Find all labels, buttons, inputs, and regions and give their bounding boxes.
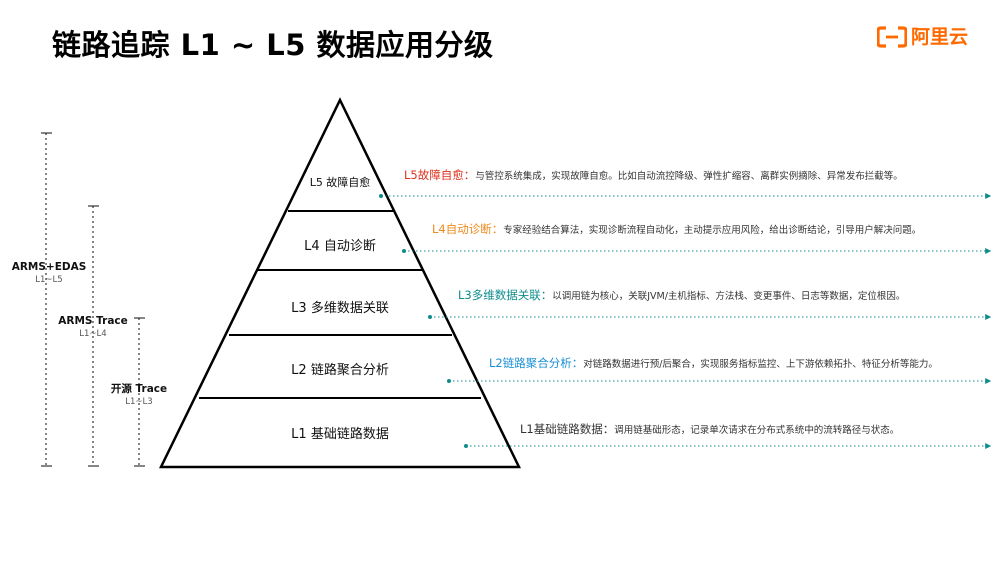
- level-description-l2: L2链路聚合分析：对链路数据进行预/后聚合，实现服务指标监控、上下游依赖拓扑、特…: [489, 356, 938, 372]
- description-text: 专家经验结合算法，实现诊断流程自动化，主动提示应用风险，给出诊断结论，引导用户解…: [503, 225, 922, 236]
- level-description-l3: L3多维数据关联：以调用链为核心，关联JVM/主机指标、方法栈、变更事件、日志等…: [458, 288, 905, 304]
- pyramid-level-l2: L2 链路聚合分析: [291, 363, 389, 378]
- range-label-arms-edas: ARMS+EDAS L1~L5: [8, 261, 90, 286]
- range-levels: L1~L5: [35, 275, 63, 285]
- logo-text: 阿里云: [911, 26, 969, 48]
- connector-arrow-l2: [447, 378, 992, 384]
- description-title: L3多维数据关联：: [458, 288, 553, 302]
- level-description-l1: L1基础链路数据：调用链基础形态，记录单次请求在分布式系统中的流转路径与状态。: [520, 422, 899, 438]
- pyramid-level-l3: L3 多维数据关联: [291, 301, 389, 316]
- connector-arrow-l4: [402, 248, 992, 254]
- level-description-l4: L4自动诊断：专家经验结合算法，实现诊断流程自动化，主动提示应用风险，给出诊断结…: [432, 222, 921, 238]
- alibaba-cloud-logo-icon: [877, 26, 907, 48]
- range-bracket-arms-trace: [88, 205, 99, 467]
- description-title: L2链路聚合分析：: [489, 356, 584, 370]
- range-label-open-source-trace: 开源 Trace L1~L3: [98, 383, 180, 408]
- pyramid-level-l4: L4 自动诊断: [304, 239, 376, 254]
- pyramid-level-l1: L1 基础链路数据: [291, 427, 389, 442]
- pyramid-level-l5: L5 故障自愈: [309, 176, 371, 189]
- description-title: L5故障自愈：: [404, 168, 476, 182]
- range-name: 开源 Trace: [110, 383, 168, 395]
- range-name: ARMS Trace: [58, 315, 128, 327]
- range-bracket-arms-edas: [41, 132, 52, 467]
- level-description-l5: L5故障自愈：与管控系统集成，实现故障自愈。比如自动流控降级、弹性扩缩容、离群实…: [404, 168, 903, 184]
- description-title: L1基础链路数据：: [520, 422, 615, 436]
- logo: 阿里云: [877, 24, 968, 50]
- pyramid-outline: [158, 97, 522, 469]
- connector-arrow-l5: [379, 193, 992, 199]
- range-levels: L1~L4: [79, 329, 107, 339]
- page-title: 链路追踪 L1 ~ L5 数据应用分级: [52, 28, 494, 62]
- description-text: 调用链基础形态，记录单次请求在分布式系统中的流转路径与状态。: [614, 425, 900, 436]
- range-levels: L1~L3: [125, 397, 153, 407]
- description-text: 与管控系统集成，实现故障自愈。比如自动流控降级、弹性扩缩容、离群实例摘除、异常发…: [475, 171, 903, 182]
- range-bracket-open-source-trace: [134, 317, 145, 467]
- description-text: 对链路数据进行预/后聚合，实现服务指标监控、上下游依赖拓扑、特征分析等能力。: [583, 359, 938, 370]
- connector-arrow-l1: [464, 443, 992, 449]
- description-title: L4自动诊断：: [432, 222, 504, 236]
- connector-arrow-l3: [428, 314, 992, 320]
- range-label-arms-trace: ARMS Trace L1~L4: [52, 315, 134, 340]
- description-text: 以调用链为核心，关联JVM/主机指标、方法栈、变更事件、日志等数据，定位根因。: [552, 291, 906, 302]
- range-name: ARMS+EDAS: [11, 261, 87, 273]
